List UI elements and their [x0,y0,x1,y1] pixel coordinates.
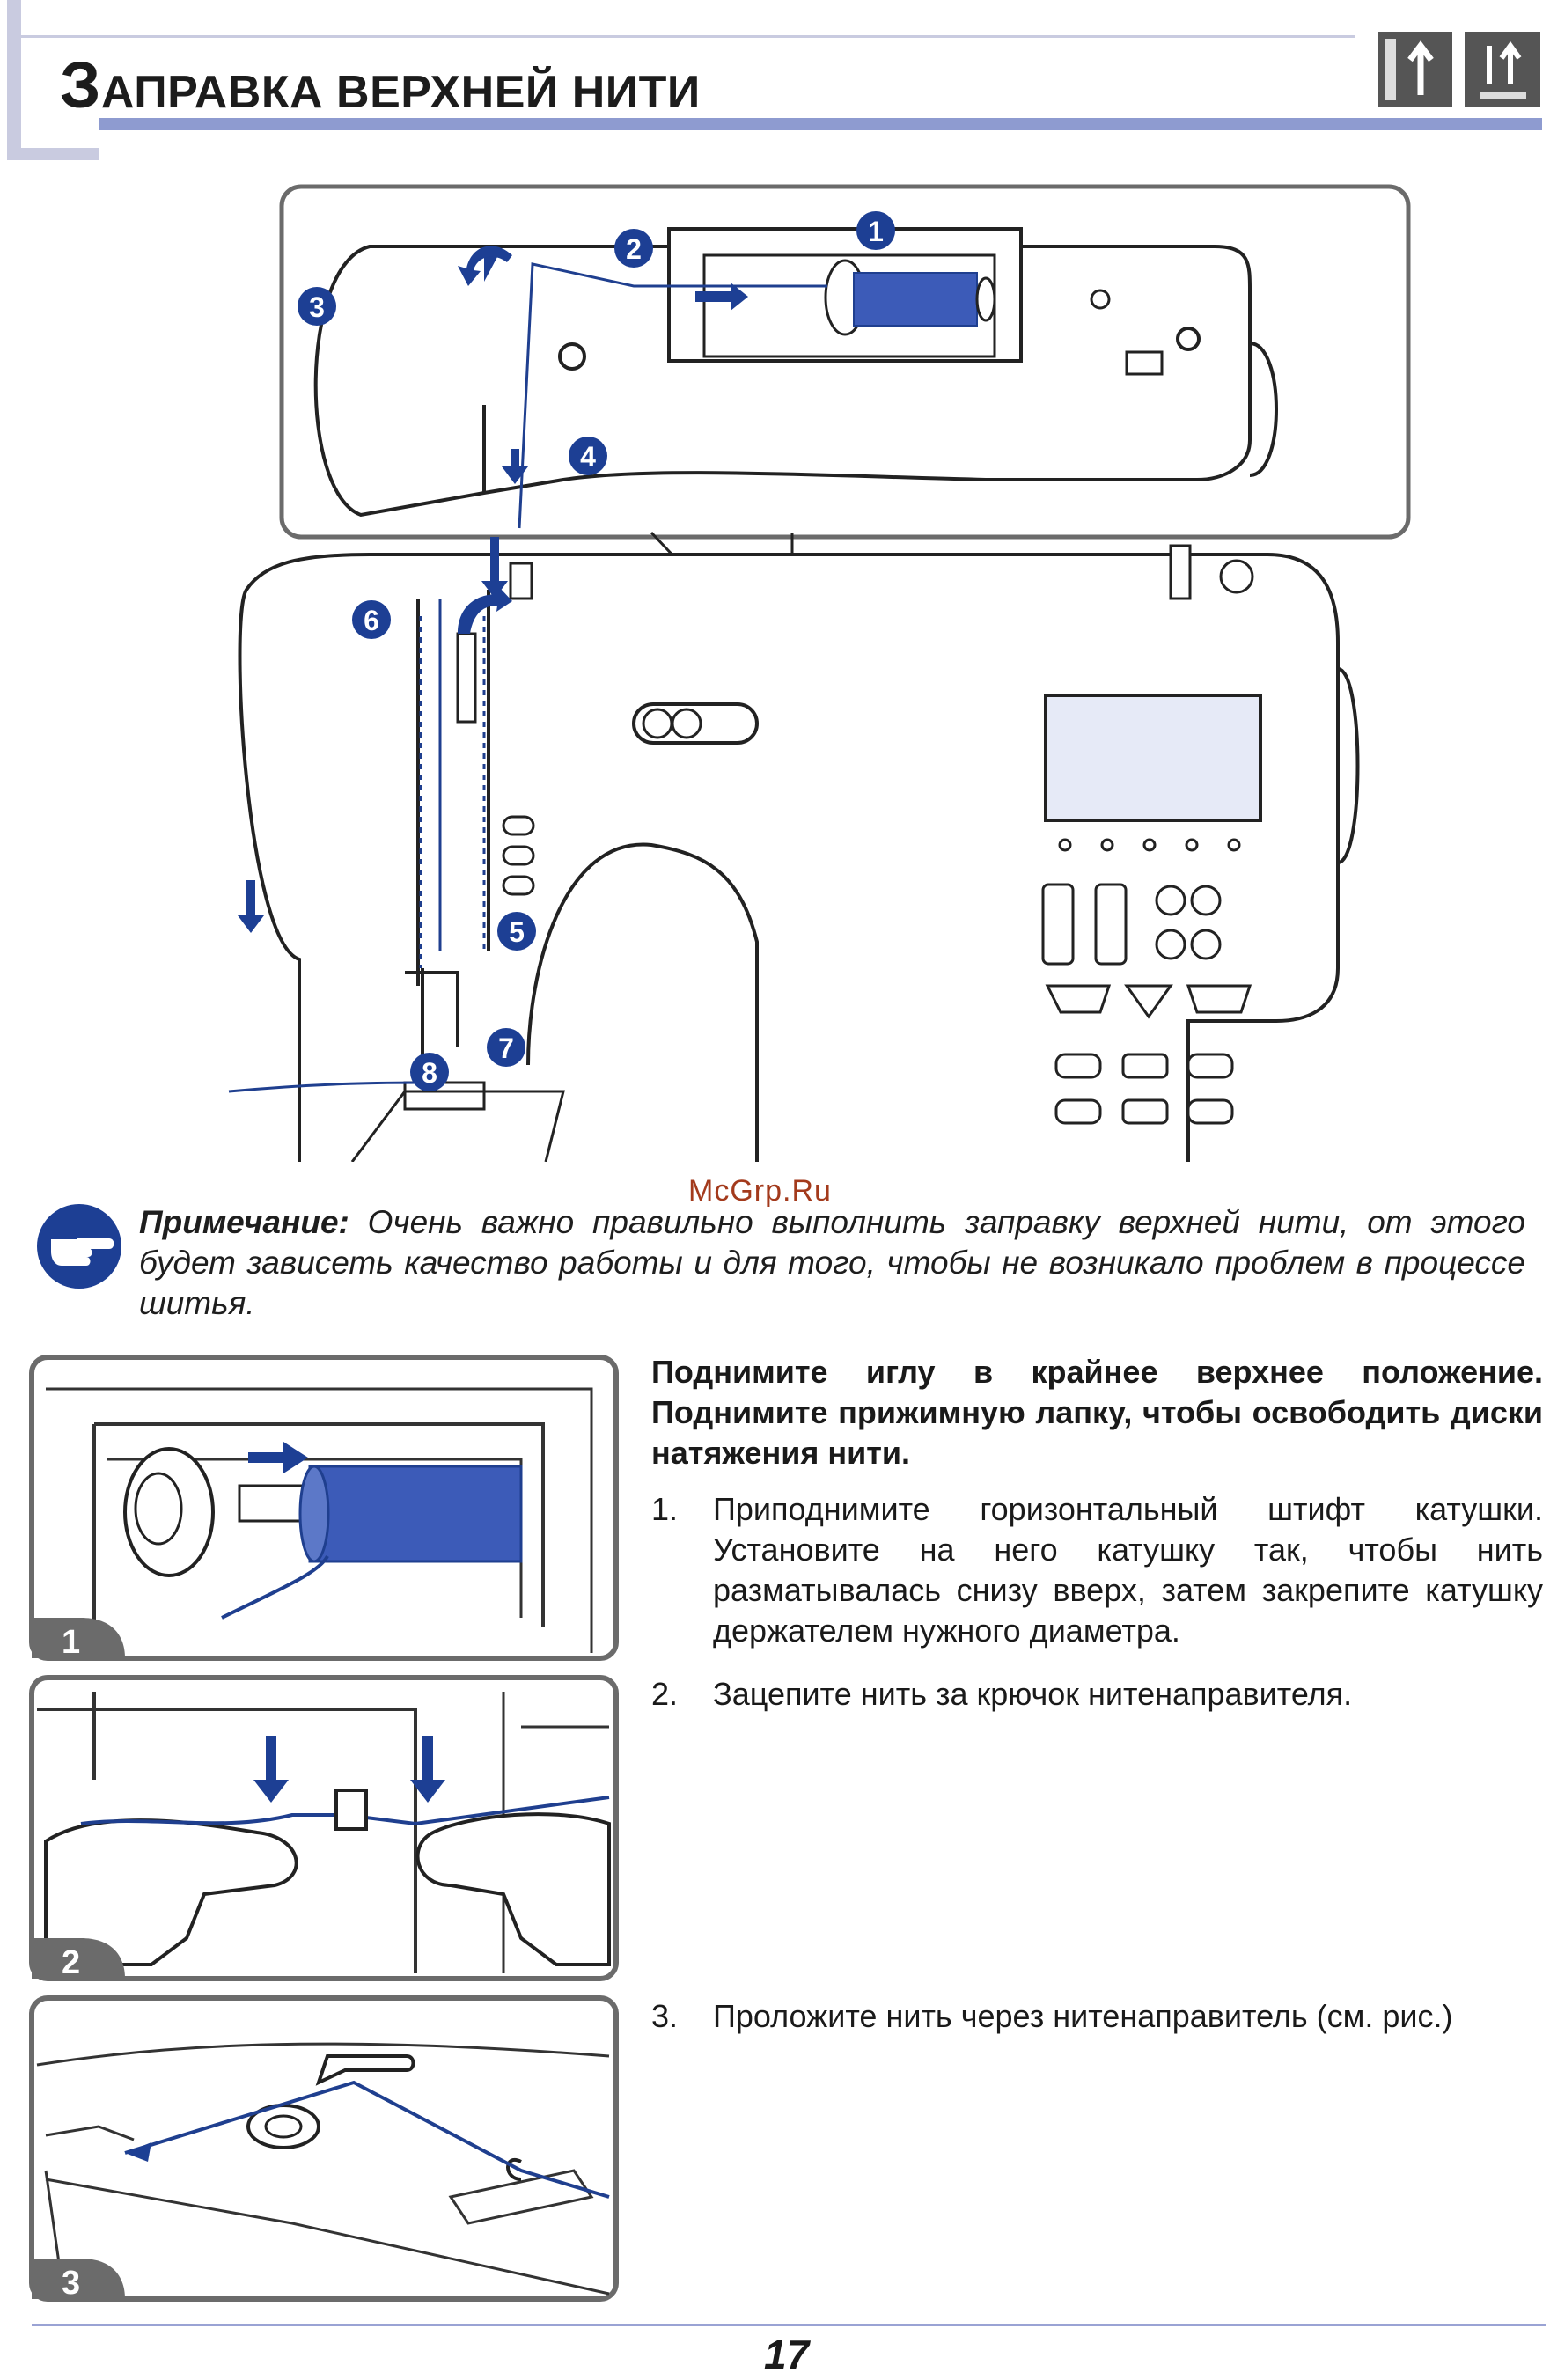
panel-2-hook: 2 [29,1675,619,1981]
step-2: 2. Зацепите нить за крючок нитенаправите… [651,1674,1543,1715]
marker-8 [410,1053,449,1091]
footer-rule [32,2324,1546,2326]
note-label: Примечание: [139,1204,349,1240]
marker-7 [487,1028,525,1067]
step-3-text: Проложите нить через нитенаправитель (см… [713,1998,1453,2034]
marker-2 [614,229,653,268]
svg-text:2: 2 [62,1944,80,1981]
page-title: ЗАПРАВКА ВЕРХНЕЙ НИТИ [60,48,701,121]
header-thin-line [97,35,1355,38]
panel-1-spool: 1 [29,1355,619,1661]
threading-diagram: 3 2 1 4 5 6 7 8 [228,184,1411,1162]
marker-1 [856,211,895,250]
svg-text:1: 1 [868,216,884,247]
note-body: Очень важно правильно выполнить заправку… [139,1204,1525,1321]
pointing-hand-icon [37,1204,121,1289]
panel-3-guide: 3 [29,1995,619,2302]
step-2-text: Зацепите нить за крючок нитенаправителя. [713,1676,1353,1712]
step-1-number: 1. [651,1491,679,1527]
svg-text:8: 8 [422,1057,437,1089]
svg-text:1: 1 [62,1624,80,1661]
marker-4 [569,437,607,475]
svg-text:4: 4 [580,441,596,473]
marker-5 [497,912,536,951]
note: Примечание: Очень важно правильно выполн… [139,1202,1525,1324]
svg-text:6: 6 [364,605,379,636]
svg-text:2: 2 [626,233,642,265]
step-3-number: 3. [651,1998,679,2034]
svg-text:3: 3 [62,2265,80,2302]
header-bracket [7,0,99,160]
step-1-text: Приподнимите горизонтальный штифт катушк… [713,1491,1543,1649]
step-2-number: 2. [651,1676,679,1712]
header-rule [99,118,1542,130]
svg-text:3: 3 [309,291,325,323]
step-markers: 3 2 1 4 5 6 7 8 [298,211,895,1091]
watermark: McGrp.Ru [688,1174,832,1208]
page-number: 17 [764,2332,810,2377]
step-1: 1. Приподнимите горизонтальный штифт кат… [651,1489,1543,1651]
svg-text:7: 7 [498,1032,514,1064]
intro-instruction: Поднимите иглу в крайнее верхнее положен… [651,1354,1543,1471]
marker-3 [298,287,336,326]
marker-6 [352,600,391,639]
svg-text:5: 5 [509,916,525,948]
needle-up-icons [1378,32,1540,107]
step-3: 3. Проложите нить через нитенаправитель … [651,1996,1543,2037]
